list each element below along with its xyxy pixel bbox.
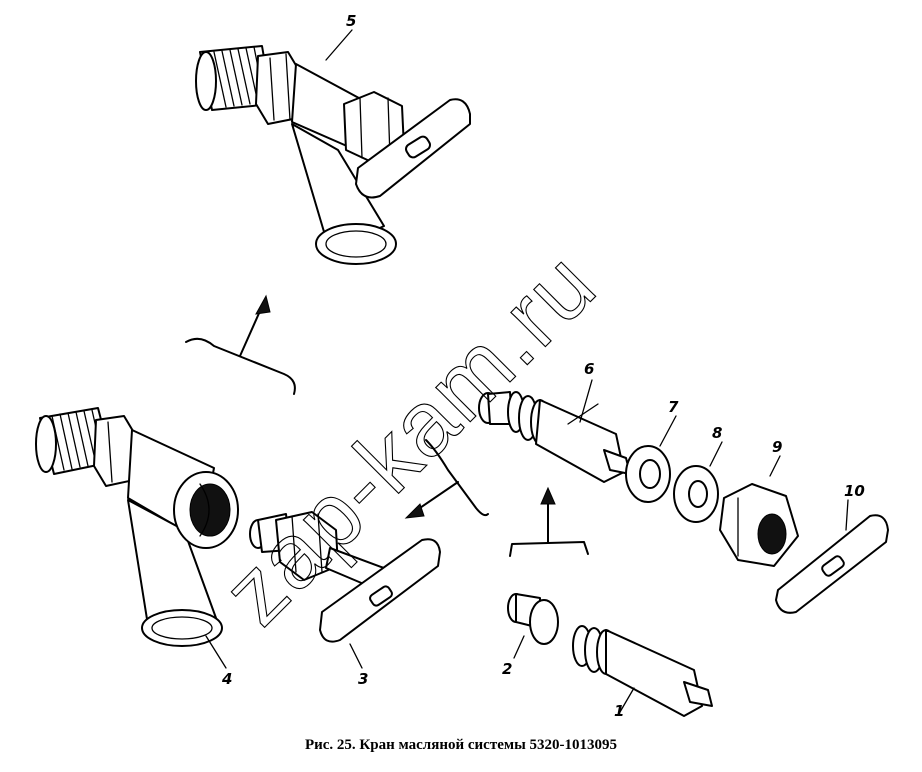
- hex-nut-part-9: 9: [719, 438, 799, 567]
- stem-part-6: 6: [478, 360, 631, 483]
- callout-5: 5: [346, 12, 356, 30]
- assembled-valve-part-5: 5: [195, 12, 471, 265]
- callout-9: 9: [772, 438, 782, 456]
- callout-10: 10: [844, 482, 865, 500]
- callout-2: 2: [502, 660, 512, 678]
- valve-body-part-4: 4: [35, 407, 239, 688]
- small-plug-part-2: 2: [502, 593, 559, 678]
- callout-3: 3: [358, 670, 368, 688]
- assembly-arrow-middle: [404, 439, 489, 519]
- callout-1: 1: [614, 702, 624, 720]
- washer-part-7: 7: [625, 398, 679, 503]
- callout-8: 8: [712, 424, 722, 442]
- assembly-arrow-lower: [509, 486, 589, 557]
- stem-part-1: 1: [572, 625, 713, 720]
- washer-part-8: 8: [673, 424, 723, 523]
- assembly-arrow-upper: [185, 294, 296, 395]
- callout-6: 6: [584, 360, 594, 378]
- plug-assembly-part-3: 3: [249, 511, 441, 688]
- handle-part-10: 10: [775, 482, 889, 614]
- figure-caption: Рис. 25. Кран масляной системы 5320-1013…: [304, 737, 618, 753]
- callout-7: 7: [668, 398, 679, 416]
- callout-4: 4: [221, 670, 232, 688]
